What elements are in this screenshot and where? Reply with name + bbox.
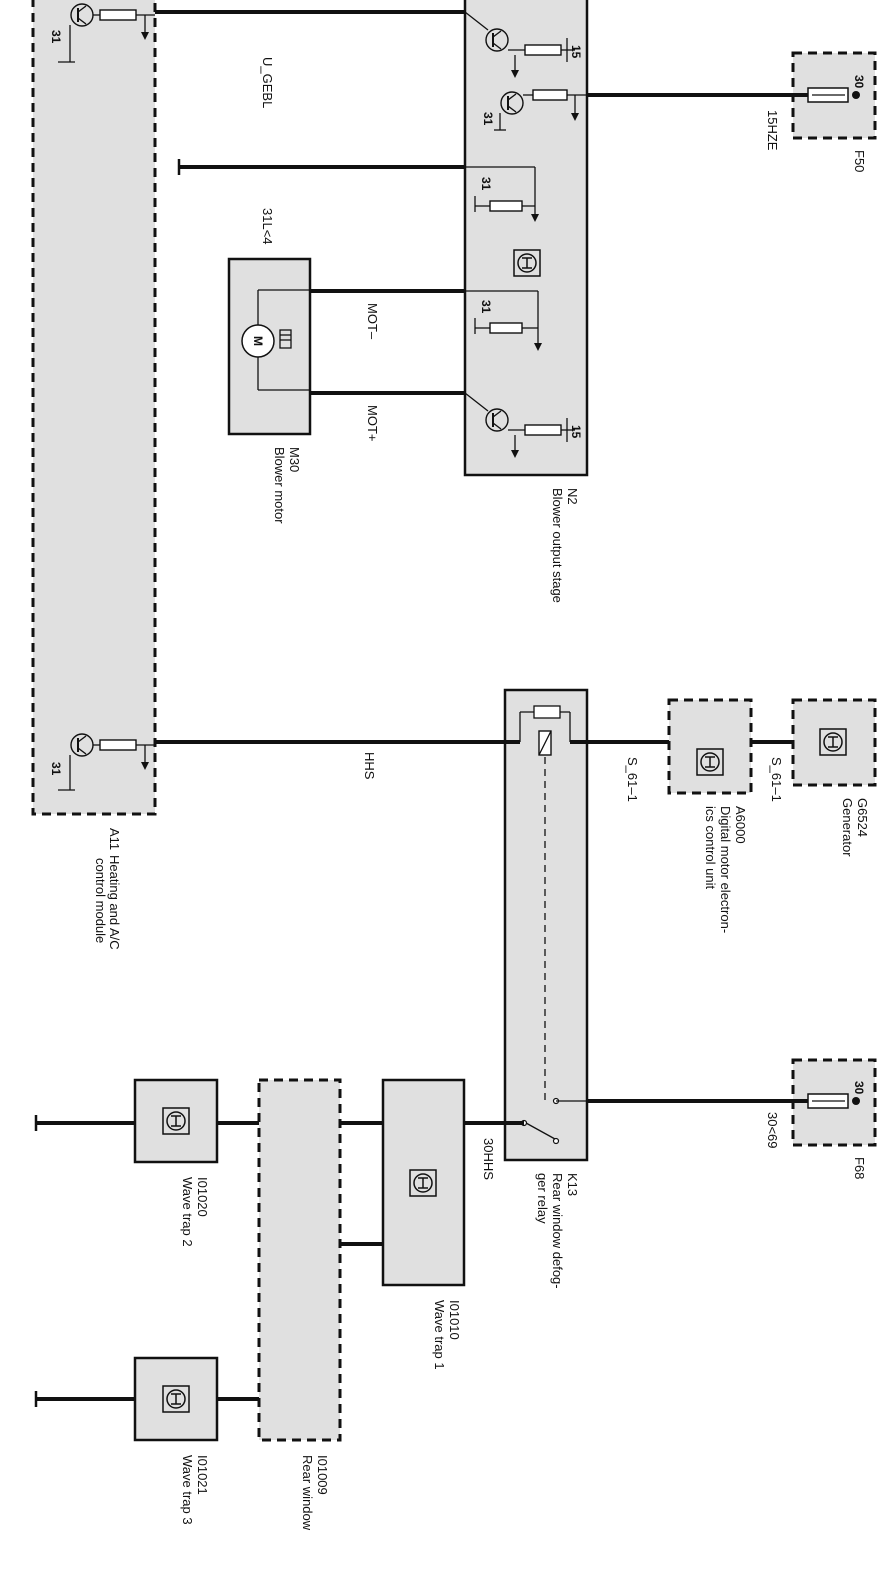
k13-name-line1: Rear window defog- (550, 1173, 565, 1289)
a6000-name-line2: ics control unit (703, 806, 718, 889)
i01020-id: I01020 (195, 1177, 210, 1217)
a6000-box (667, 698, 753, 795)
label-u-gebl: U_GEBL (260, 57, 275, 108)
a6000-id: A6000 (733, 806, 748, 844)
label-mot-minus: MOT– (365, 303, 380, 340)
g6524-name: Generator (840, 798, 855, 857)
a11-name-line1: Heating and A/C (107, 855, 122, 950)
m30-id: M30 (287, 447, 302, 472)
n2-pin-31-a: 31 (481, 112, 495, 126)
f50-id: F50 (852, 150, 867, 172)
n2-transistor-5 (464, 392, 575, 458)
n2-resistor-4 (465, 290, 542, 351)
n2-pin-31-b: 31 (479, 177, 493, 191)
label-hhs: HHS (362, 752, 377, 780)
m30-name: Blower motor (272, 447, 287, 524)
label-31l4: 31L<4 (260, 208, 275, 245)
label-30-69: 30<69 (765, 1112, 780, 1149)
n2-pin-31-c: 31 (479, 300, 493, 314)
a11-transistor-bottom (58, 733, 155, 791)
a11-module-box (31, 0, 157, 816)
relay-switch (520, 1097, 587, 1145)
i01021-name: Wave trap 3 (180, 1455, 195, 1525)
k13-relay-box (503, 688, 589, 1162)
i01009-id: I01009 (315, 1455, 330, 1495)
label-30hhs: 30HHS (481, 1138, 496, 1180)
k13-name-line2: ger relay (535, 1173, 550, 1224)
a11-transistor-top (58, 3, 155, 63)
f50-pin-30: 30 (852, 75, 866, 89)
label-s61-b: S_61–1 (769, 757, 784, 802)
i01010-id: I01010 (447, 1300, 462, 1340)
k13-id: K13 (565, 1173, 580, 1196)
f68-id: F68 (852, 1157, 867, 1179)
a6000-name-line1: Digital motor electron- (718, 806, 733, 933)
n2-transistor-2 (494, 89, 587, 131)
m30-symbol: M (251, 336, 265, 346)
label-mot-plus: MOT+ (365, 405, 380, 441)
f68-pin-30: 30 (852, 1081, 866, 1095)
a11-pin-31-top: 31 (49, 30, 63, 44)
label-15hze: 15HZE (765, 110, 780, 151)
g6524-box (791, 698, 877, 787)
i01009-name: Rear window (300, 1455, 315, 1531)
relay-coil (519, 705, 571, 1100)
i01010-name: Wave trap 1 (432, 1300, 447, 1370)
i01009-box (257, 1078, 342, 1442)
label-s61-a: S_61–1 (625, 757, 640, 802)
n2-module-box (463, 0, 589, 477)
g6524-id: G6524 (855, 798, 870, 837)
i01020-name: Wave trap 2 (180, 1177, 195, 1247)
motor-icon (241, 289, 310, 391)
n2-resistor-3 (465, 166, 539, 222)
a11-id: A11 (107, 828, 122, 850)
a11-name-line2: control module (93, 858, 108, 943)
n2-transistor-1 (464, 11, 575, 78)
i01021-id: I01021 (195, 1455, 210, 1495)
n2-id: N2 (565, 488, 580, 505)
n2-pin-15-2: 15 (569, 425, 583, 439)
n2-pin-15-1: 15 (569, 45, 583, 59)
a11-pin-31-bottom: 31 (49, 762, 63, 776)
n2-name: Blower output stage (550, 488, 565, 603)
